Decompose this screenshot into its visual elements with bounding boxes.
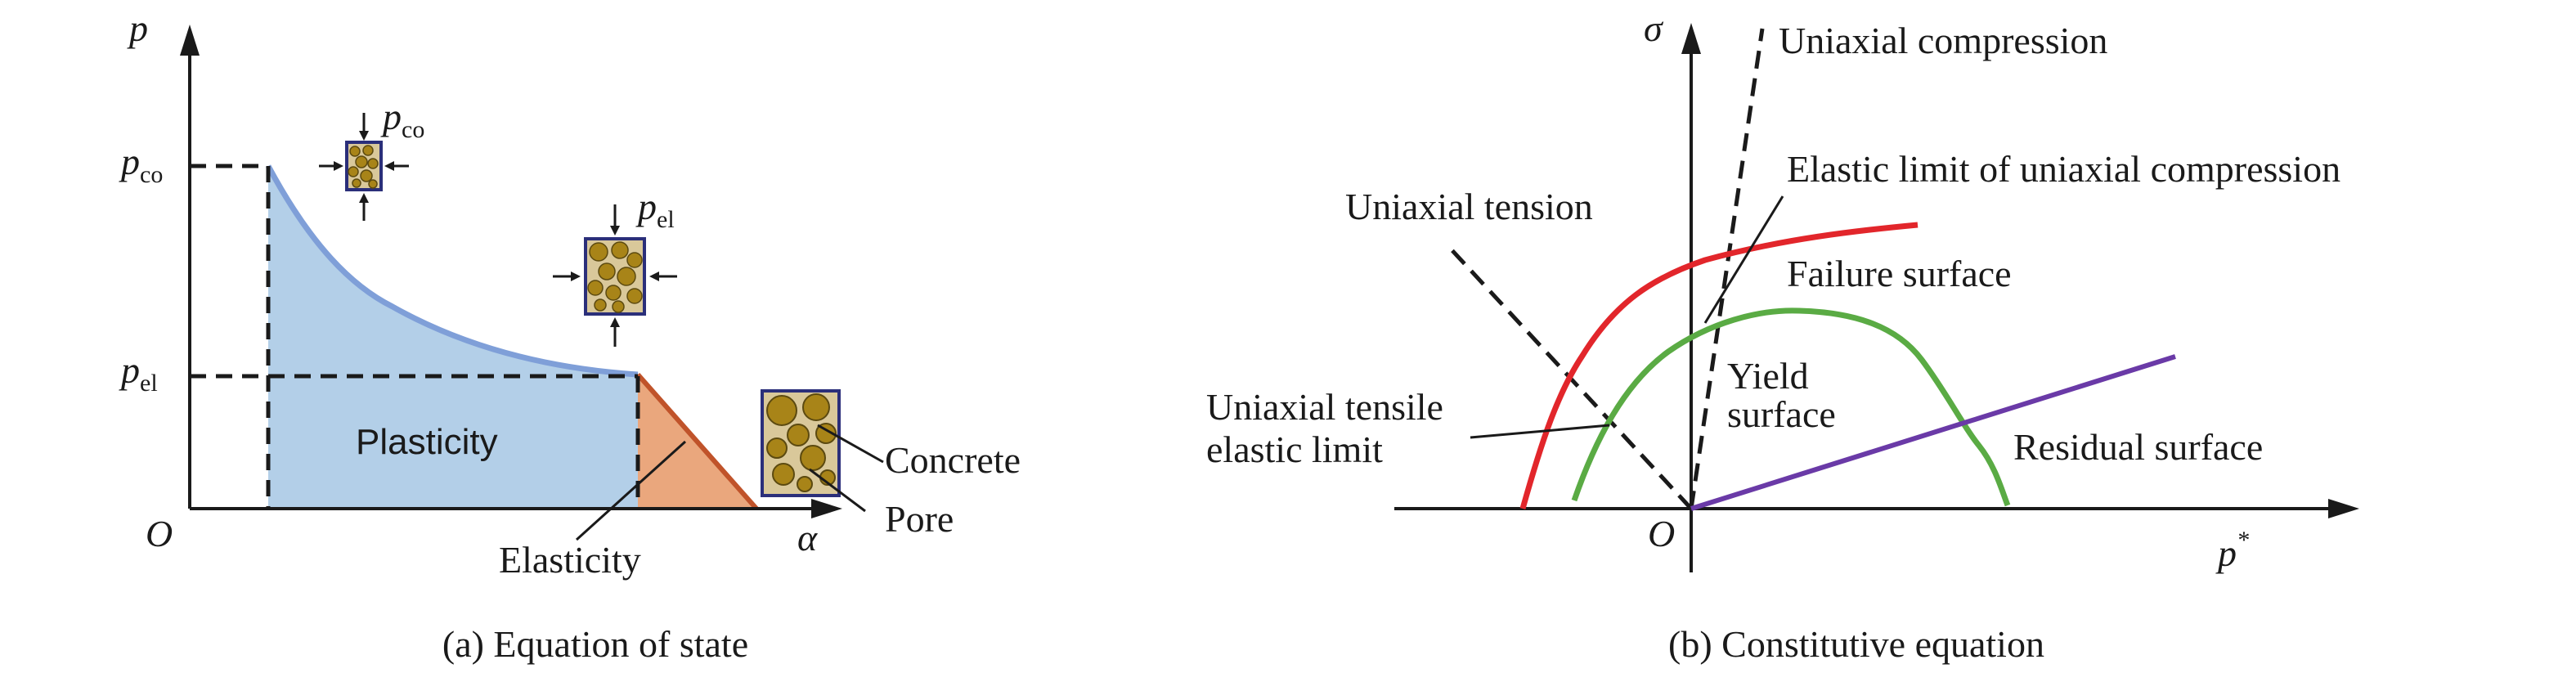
compressed-specimen-small [345,141,383,191]
y-axis-a-label: p [127,7,148,49]
yield-surface-label-line2: surface [1727,393,1836,435]
elastic-limit-compression-label: Elastic limit of uniaxial compression [1787,148,2340,190]
compression-arrows-medium [553,204,677,347]
p-el-axis-label: pel [119,349,158,397]
tensile-limit-leader-line [1470,424,1610,439]
elastic-limit-leader-line [1703,195,1784,324]
residual-surface-line [1690,354,2176,511]
yield-surface-label-line1: Yield [1727,355,1809,397]
pore-leader-line [809,468,866,513]
origin-a-label: O [146,513,173,554]
panel-a-caption: (a) Equation of state [442,623,748,665]
yield-surface-curve [1571,307,2011,507]
y-axis-a-arrow [180,25,200,56]
origin-b-label: O [1648,513,1675,554]
uniaxial-compression-label: Uniaxial compression [1779,20,2107,61]
p-co-axis-label: pco [119,141,163,188]
y-axis-b-arrow [1681,23,1701,54]
p-el-specimen-label: pel [635,186,675,233]
tensile-limit-label-line1: Uniaxial tensile [1206,386,1443,428]
compressed-specimen-medium [584,237,646,316]
panel-b-caption: (b) Constitutive equation [1668,623,2044,665]
y-axis-b-label: σ [1644,7,1664,49]
x-axis-a-arrow [811,499,842,518]
tensile-limit-label-line2: elastic limit [1206,428,1383,470]
plasticity-label: Plasticity [356,422,498,462]
failure-surface-label: Failure surface [1787,253,2012,294]
x-axis-a-label: α [797,517,818,559]
elasticity-leader-line [575,440,687,541]
uniaxial-compression-line [1689,28,1765,509]
uncompressed-specimen [761,389,841,497]
x-axis-b-label: p* [2215,527,2249,574]
x-axis-b-arrow [2328,499,2359,518]
panel-b: σ p* O Uniaxial compression Elastic limi… [1206,7,2359,665]
elasticity-boundary-line [635,373,759,510]
compression-arrows-small [319,113,409,221]
residual-surface-label: Residual surface [2013,426,2263,468]
pore-label: Pore [885,498,954,540]
failure-surface-curve [1519,222,1919,509]
p-co-specimen-label: pco [380,96,424,143]
panel-a: p α O pco pel Plasticity Elasticity [119,7,1021,665]
uniaxial-tension-label: Uniaxial tension [1345,186,1593,227]
plasticity-boundary-curve [265,164,639,378]
concrete-label: Concrete [885,439,1021,481]
elasticity-label: Elasticity [499,539,641,581]
concrete-leader-line [817,424,884,464]
